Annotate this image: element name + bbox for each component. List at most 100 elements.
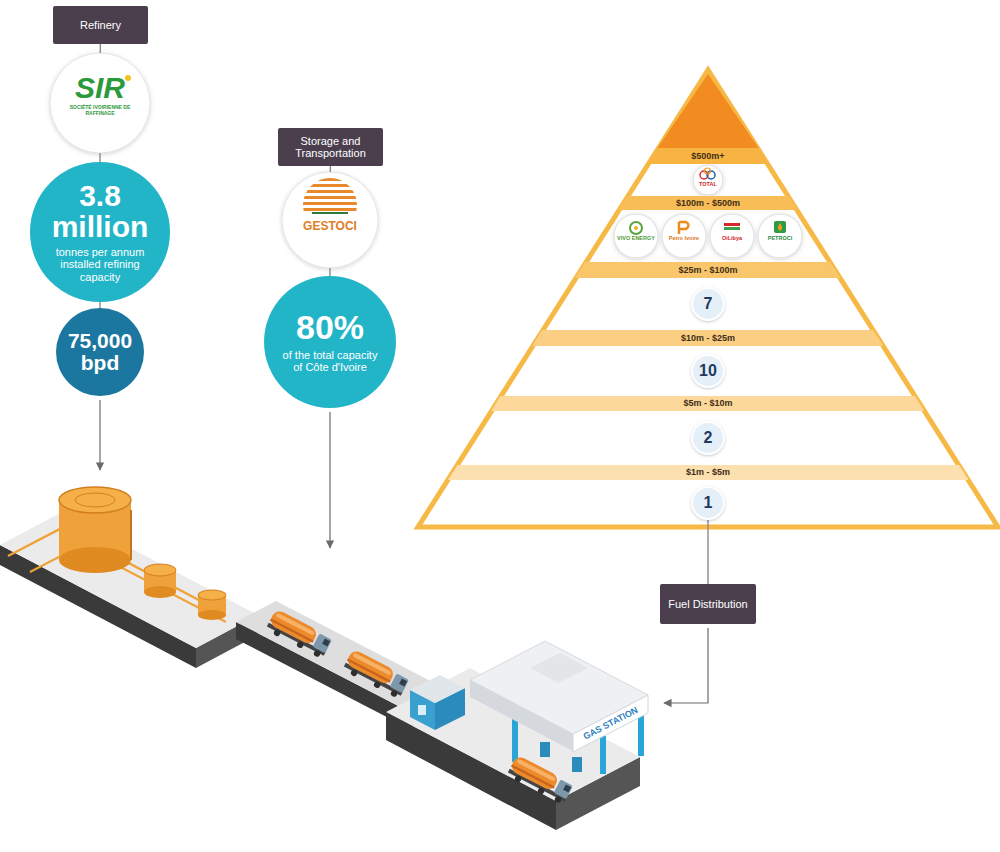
connector-line: [329, 268, 330, 276]
logo-mark: [312, 212, 348, 214]
logo-mark: [125, 75, 131, 81]
logo-mark: [705, 168, 711, 174]
text-holder: Refinery: [53, 16, 148, 34]
node-heading: 75,000 bpd: [62, 330, 138, 374]
band-shape: [532, 330, 883, 346]
band-shape: [448, 465, 969, 480]
node-heading: 2: [693, 429, 723, 447]
node-heading: 7: [693, 295, 723, 313]
node-heading: Fuel Distribution: [666, 598, 750, 610]
node-heading: 80%: [278, 310, 382, 345]
node-heading: $500m+: [691, 151, 724, 161]
company-logo: PETROCI: [758, 214, 802, 258]
station-kiosk: [410, 675, 465, 730]
fuel-pump: [572, 757, 582, 772]
fuel-pump: [540, 742, 550, 757]
stat-bubble: 75,000 bpd: [56, 308, 144, 396]
text-holder: 10: [693, 362, 723, 380]
text-holder: 80% of the total capacity of Côte d'Ivoir…: [278, 310, 382, 373]
count-circle: 10: [691, 354, 725, 388]
tier-band: $100m - $500m: [618, 196, 797, 210]
node-heading: $25m - $100m: [678, 265, 737, 275]
tier-band: $25m - $100m: [575, 262, 840, 278]
illustration: [342, 649, 410, 700]
logo-mark: [724, 223, 740, 226]
leader-arrow: [664, 628, 708, 703]
node-heading: VIVO ENERGY: [616, 235, 656, 241]
node-heading: OiLibya: [712, 235, 752, 241]
text-holder: OiLibya: [712, 235, 752, 241]
text-holder: 1: [693, 494, 723, 512]
node-heading: GESTOCI: [290, 220, 370, 233]
text-holder: 3.8 milliontonnes per annum installed re…: [44, 181, 156, 283]
band-shape: [575, 262, 840, 278]
text-holder: GESTOCI: [290, 220, 370, 233]
node-heading: $1m - $5m: [686, 467, 730, 477]
logo-mark: [300, 196, 360, 199]
illustration: [265, 609, 333, 660]
leader-arrow: [99, 400, 100, 470]
logo-mark: [125, 75, 786, 234]
storage-tank: [144, 564, 176, 598]
band-shape: [618, 196, 797, 210]
node-heading: $5m - $10m: [683, 398, 732, 408]
text-holder: $100m - $500m: [676, 198, 740, 208]
logo-mark: [778, 223, 782, 231]
text-holder: VIVO ENERGY: [616, 235, 656, 241]
logo-mark: [679, 222, 689, 234]
logo-mark: [300, 208, 360, 211]
logo-disc: [693, 165, 723, 195]
band-shape: [647, 148, 768, 164]
illustration: [506, 755, 574, 806]
storage-tank: [59, 487, 131, 513]
text-holder: SIR SOCIÉTÉ IVOIRIENNE DE RAFFINAGE: [64, 73, 136, 116]
text-holder: $500m+: [691, 151, 724, 161]
stat-bubble: 80% of the total capacity of Côte d'Ivoir…: [264, 276, 396, 408]
logo-mark: [300, 202, 360, 205]
storage-tank: [198, 590, 226, 620]
storage-tank: [144, 586, 176, 598]
logo-disc: [758, 214, 802, 258]
logo-mark: [300, 178, 360, 211]
logo-mark: [774, 221, 786, 233]
station-kiosk: [418, 705, 426, 715]
company-logo: GESTOCI: [282, 172, 378, 268]
text-holder: Storage and Transportation: [278, 132, 383, 163]
tier-band: $1m - $5m: [448, 465, 969, 480]
tier-band: $500m+: [647, 148, 768, 164]
tier-band: $5m - $10m: [491, 396, 924, 411]
sign-text: GAS STATION: [580, 704, 641, 742]
storage-tank: [198, 610, 226, 620]
node-body: of the total capacity of Côte d'Ivoire: [278, 349, 382, 374]
node-heading: Storage and Transportation: [284, 135, 377, 160]
connector-line: [99, 153, 100, 162]
logo-disc: [50, 53, 150, 153]
text-holder: $25m - $100m: [678, 265, 737, 275]
node-heading: PETROCI: [760, 235, 800, 241]
node-heading: $10m - $25m: [681, 333, 735, 343]
node-heading: Petro Ivoire: [664, 235, 704, 241]
text-holder: TOTAL: [694, 181, 722, 187]
node-heading: SIR: [64, 73, 136, 103]
logo-mark: [300, 190, 360, 193]
logo-mark: [630, 222, 642, 234]
node-heading: 3.8 million: [44, 181, 156, 242]
node-heading: $100m - $500m: [676, 198, 740, 208]
stage-tag: Fuel Distribution: [660, 584, 756, 624]
storage-tank: [59, 487, 131, 573]
logo-mark: [300, 178, 360, 181]
company-logo: TOTAL: [693, 165, 723, 195]
storage-tank: [130, 510, 132, 560]
logo-disc: [614, 214, 658, 258]
storage-tank: [198, 590, 226, 600]
node-body: SOCIÉTÉ IVOIRIENNE DE RAFFINAGE: [64, 105, 136, 116]
text-holder: Fuel Distribution: [660, 595, 756, 613]
node-heading: TOTAL: [694, 181, 722, 187]
stat-bubble: 3.8 milliontonnes per annum installed re…: [30, 162, 170, 302]
storage-tank: [144, 564, 176, 576]
fuel-pump: [600, 736, 606, 774]
station-kiosk: [410, 675, 465, 703]
